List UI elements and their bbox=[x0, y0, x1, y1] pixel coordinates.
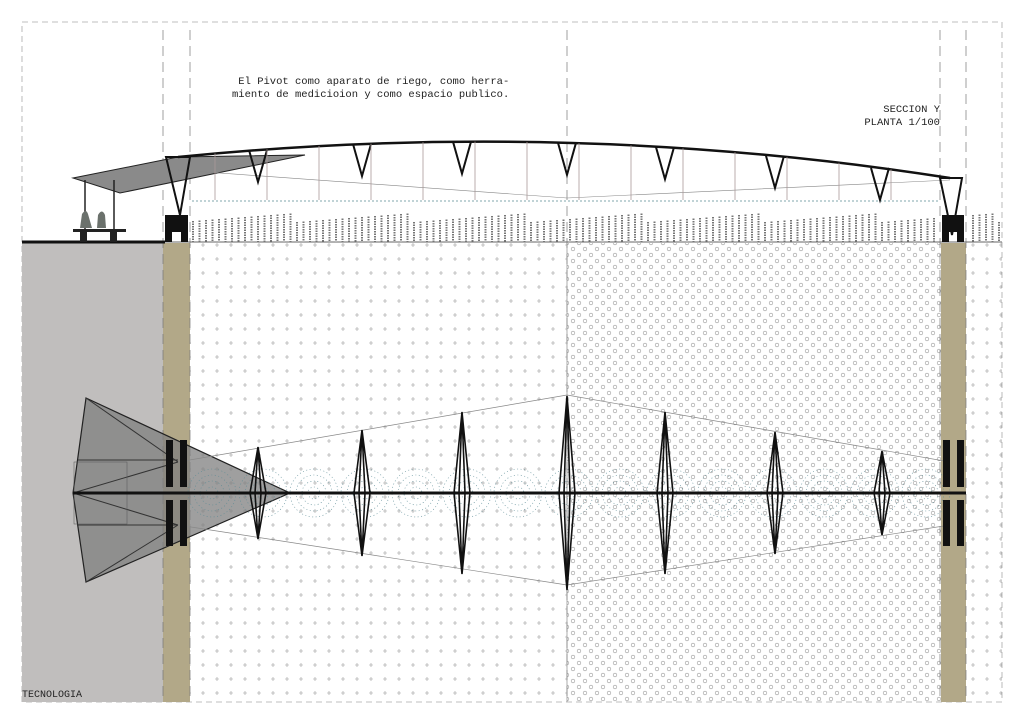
field-area-right bbox=[567, 243, 941, 702]
plan-truss bbox=[353, 429, 371, 557]
plan-truss bbox=[873, 450, 891, 536]
pier-right bbox=[942, 215, 964, 242]
footer-label: TECNOLOGIA bbox=[22, 690, 83, 701]
plan-truss bbox=[766, 431, 784, 555]
caption-line: El Pivot como aparato de riego, como her… bbox=[238, 76, 510, 88]
scale-line: PLANTA 1/100 bbox=[864, 117, 940, 129]
tower-left bbox=[164, 156, 192, 216]
tower-right bbox=[938, 177, 964, 236]
section-trusses bbox=[214, 141, 892, 204]
plan-piers bbox=[166, 440, 964, 546]
field-area-edge bbox=[966, 243, 1002, 702]
crop-row bbox=[192, 213, 1000, 242]
plan-truss bbox=[558, 395, 576, 591]
scale-label: SECCION Y PLANTA 1/100 bbox=[840, 104, 940, 130]
caption-line: miento de medicioion y como espacio publ… bbox=[232, 89, 510, 101]
plan-truss bbox=[656, 411, 674, 575]
plan-truss bbox=[453, 411, 471, 575]
drawing-caption: El Pivot como aparato de riego, como her… bbox=[232, 76, 509, 102]
truss bbox=[765, 155, 785, 192]
pier-left bbox=[165, 215, 188, 242]
truss bbox=[452, 141, 472, 178]
truss bbox=[352, 143, 372, 180]
truss bbox=[248, 149, 268, 186]
shelter bbox=[71, 154, 306, 242]
plan-truss bbox=[249, 446, 267, 540]
truss bbox=[870, 167, 890, 204]
truss bbox=[557, 142, 577, 179]
people-silhouettes bbox=[80, 211, 106, 228]
plan-view bbox=[72, 394, 966, 591]
plan-trusses bbox=[249, 395, 891, 591]
truss bbox=[655, 146, 675, 183]
scale-line: SECCION Y bbox=[883, 104, 940, 116]
pivot-arc bbox=[177, 140, 951, 180]
